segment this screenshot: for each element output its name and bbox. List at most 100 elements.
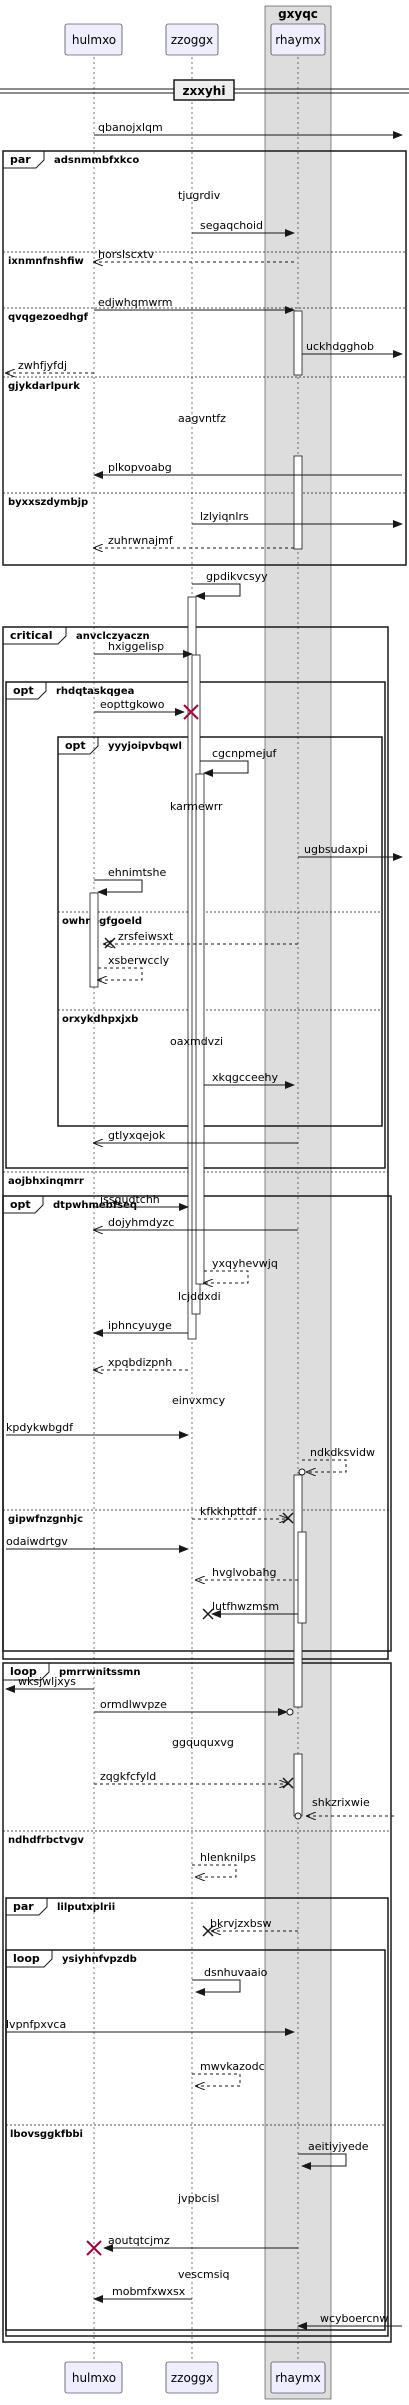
message-label: einvxmcy — [172, 1394, 226, 1407]
frame-opt-1-guard: rhdqtaskqgea — [56, 686, 134, 697]
message-label: ugbsudaxpi — [304, 843, 368, 856]
message-label: zwhfjyfdj — [18, 359, 67, 372]
participant-label-zzoggx: zzoggx — [171, 33, 213, 47]
participant-foot-rhaymx[interactable] — [270, 2361, 326, 2394]
message-label: aoutqtcjmz — [108, 2234, 170, 2247]
frame-par-2-tab — [6, 1897, 48, 1916]
destroy-marker-icon — [91, 1716, 105, 1730]
frame-loop-2-guard: ysiyhnfvpzdb — [62, 1954, 137, 1965]
message-dsnhuvaaio — [192, 1979, 241, 1996]
message-label: cgcnpmejuf — [212, 747, 278, 760]
found-marker-icon — [286, 1708, 294, 1716]
frame-par-1-section-2: qvqgezoedhgf — [8, 312, 89, 323]
frame-critical-kind: critical — [10, 629, 52, 642]
message-mwvkazodc — [192, 2073, 241, 2086]
message-label: ggququxvg — [172, 1736, 234, 1749]
frame-par-1-section-3: gjykdarlpurk — [8, 381, 80, 392]
message-label: xkqgcceehy — [212, 1071, 278, 1084]
message-xsberwccly — [98, 967, 143, 980]
message-label: zqgkfcfyld — [100, 1770, 156, 1783]
message-gpdikvcsyy — [192, 583, 241, 600]
frame-opt-2-tab — [58, 736, 99, 755]
message-label: dojyhmdyzc — [108, 1216, 174, 1229]
message-label: ormdlwvpze — [100, 1698, 167, 1711]
message-label: lzlyiqnlrs — [200, 510, 249, 523]
frame-par-1 — [2, 150, 407, 566]
message-label: oaxmdvzi — [170, 1035, 223, 1048]
message-label: hvglvobahg — [212, 1566, 276, 1579]
participant-box-label: gxyqc — [278, 7, 318, 21]
destroy-marker-icon — [183, 704, 199, 720]
frame-par-1-section-1: ixnmnfnshfiw — [8, 256, 84, 267]
lost-marker-icon — [282, 1512, 294, 1524]
participant-head-zzoggx[interactable] — [165, 23, 219, 56]
message-label: gpdikvcsyy — [206, 570, 268, 583]
message-label: vescmsiq — [178, 2268, 230, 2281]
message-label: kpdykwbgdf — [6, 1421, 74, 1434]
participant-foot-zzoggx[interactable] — [165, 2361, 219, 2394]
frame-loop-1-section-1: ndhdfrbctvgv — [8, 1835, 84, 1846]
frame-opt-3-kind: opt — [10, 1198, 31, 1211]
message-label: odaiwdrtgv — [6, 1535, 68, 1548]
message-hlenknilps — [192, 1864, 237, 1877]
activation-bar — [195, 773, 205, 1285]
message-label: ndkdksvidw — [310, 1446, 375, 1459]
frame-par-1-guard: adsnmmbfxkco — [54, 155, 139, 166]
participant-head-hulmxo[interactable] — [64, 23, 123, 56]
frame-critical-tab — [3, 626, 67, 645]
frame-opt-1-kind: opt — [13, 684, 34, 697]
message-label: mobmfxwxsx — [112, 2285, 186, 2298]
message-label: zrsfeiwsxt — [118, 930, 174, 943]
lost-marker-icon — [202, 1608, 214, 1620]
message-label: wksjwljxys — [18, 1675, 76, 1688]
frame-opt-2 — [57, 736, 383, 1127]
frame-critical-guard: anvclczyaczn — [76, 631, 150, 642]
frame-par-2-kind: par — [13, 1900, 34, 1913]
frame-opt-2-border — [57, 736, 383, 1127]
frame-loop-1-kind: loop — [10, 1665, 37, 1678]
activation-bar — [297, 1531, 307, 1624]
message-arrows — [6, 131, 403, 2330]
message-label: bkrvjzxbsw — [210, 1917, 271, 1930]
frame-critical-section-1: aojbhxinqmrr — [8, 1176, 84, 1187]
lost-markers — [104, 937, 294, 1937]
message-label: mwvkazodc — [200, 2060, 265, 2073]
lost-marker-icon — [104, 937, 116, 949]
message-label: lvpnfpxvca — [6, 2018, 66, 2031]
activation-bar — [293, 310, 303, 376]
message-label: issgudtchh — [100, 1193, 160, 1206]
message-label: uckhdgghob — [306, 340, 374, 353]
frame-loop-1-guard: pmrrwnitssmn — [59, 1667, 140, 1678]
frame-opt-1-tab — [6, 681, 47, 700]
message-aeitiyjyede — [298, 2153, 347, 2170]
message-label: wcyboercnw — [320, 2312, 388, 2325]
destroy-markers — [86, 704, 199, 2256]
frame-par-1-kind: par — [10, 153, 31, 166]
message-label: lutfhwzmsm — [212, 1600, 279, 1613]
message-label: ehnimtshe — [108, 866, 166, 879]
message-label: plkopvoabg — [108, 461, 172, 474]
frame-opt-3-section-1: gipwfnzgnhjc — [8, 1514, 83, 1525]
message-labels: qbanojxlqm tjugrdiv segaqchoid horslscxt… — [6, 121, 388, 2325]
message-label: horslscxtv — [98, 248, 155, 261]
frame-opt-2-section-1: owhnegfgoeld — [62, 916, 142, 927]
activation-bar — [293, 455, 303, 550]
message-label: dsnhuvaaio — [204, 1966, 268, 1979]
message-label: tjugrdiv — [178, 189, 221, 202]
frame-opt-3-guard: dtpwhmebfseq — [53, 1200, 137, 1211]
message-label: aeitiyjyede — [308, 2140, 369, 2153]
message-label: xsberwccly — [108, 954, 170, 967]
participant-head-rhaymx[interactable] — [270, 23, 326, 56]
activation-bar — [89, 892, 99, 988]
participant-foot-hulmxo[interactable] — [64, 2361, 123, 2394]
message-label: iphncyuyge — [108, 1319, 172, 1332]
frame-opt-2-guard: yyyjoipvbqwl — [108, 741, 182, 752]
message-label: jvpbcisl — [177, 2192, 219, 2205]
message-label: aagvntfz — [178, 412, 226, 425]
frame-par-1-section-4: byxxszdymbjp — [8, 497, 88, 508]
lost-marker-icon — [202, 1925, 214, 1937]
message-ehnimtshe — [94, 879, 143, 896]
message-label: karmewrr — [170, 800, 223, 813]
message-cgcnpmejuf — [200, 760, 249, 777]
message-label: shkzrixwie — [312, 1796, 370, 1809]
